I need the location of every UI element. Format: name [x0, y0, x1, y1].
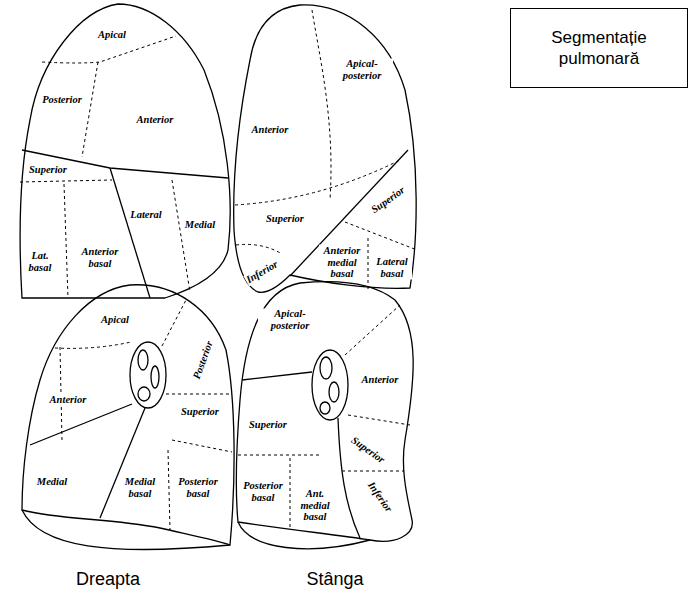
segment-label: Medial basal: [119, 476, 161, 499]
segment-label: Superior: [28, 164, 68, 176]
segment-label: Superior: [368, 184, 407, 216]
title-box: Segmentație pulmonară: [510, 8, 688, 88]
segment-label: Anterior basal: [76, 246, 124, 269]
segment-label: Superior: [180, 406, 220, 418]
segment-label: Medial: [184, 219, 216, 231]
segment-label: Apical-posterior: [258, 308, 322, 331]
side-label: Dreapta: [75, 570, 141, 590]
segment-label: Lat. basal: [24, 250, 56, 273]
left-lung-medial: [236, 282, 413, 549]
segment-label: Apical-posterior: [331, 58, 393, 81]
segment-label: Medial: [36, 476, 68, 488]
segment-label: Posterior basal: [175, 476, 222, 499]
segment-label: Superior: [265, 213, 305, 225]
segment-label: Superior: [248, 419, 288, 431]
segment-label: Ant. medial basal: [294, 488, 336, 523]
segment-label: Anterior: [49, 394, 88, 406]
segment-label: Inferior: [243, 258, 280, 286]
segment-label: Anterior: [361, 374, 400, 386]
segment-label: Posterior: [41, 94, 83, 106]
left-lung-lateral: [234, 5, 417, 292]
segment-label: Inferior: [365, 479, 395, 515]
segment-label: Lateral: [129, 209, 163, 221]
segment-label: Anterior: [136, 114, 175, 126]
segment-label: Superior: [348, 434, 387, 466]
segment-label: Posterior: [190, 338, 215, 381]
segment-label: Apical: [100, 314, 130, 326]
segment-label: Lateral basal: [372, 256, 412, 279]
segment-label: Posterior basal: [241, 480, 285, 503]
side-label: Stânga: [305, 570, 364, 590]
segment-label: Anterior: [251, 124, 290, 136]
right-lung-medial: [22, 285, 234, 550]
segment-label: Anterior medial basal: [319, 245, 365, 280]
title-text: Segmentație pulmonară: [511, 27, 687, 70]
segment-label: Apical: [97, 29, 127, 41]
right-lung-lateral: [20, 4, 230, 298]
